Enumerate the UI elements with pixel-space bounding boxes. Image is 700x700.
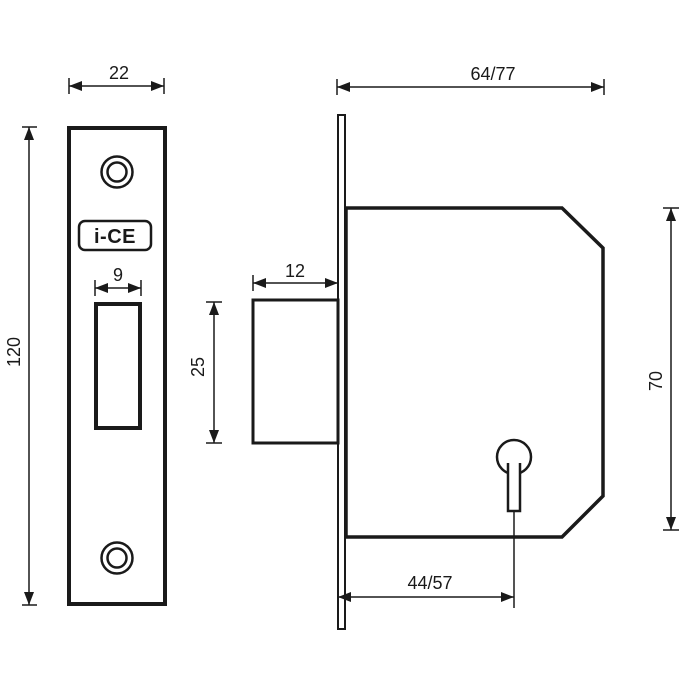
- dim-slot-width-label: 9: [113, 265, 123, 285]
- logo-box: [77, 219, 153, 252]
- lock-side-view: [251, 114, 605, 630]
- faceplate-outline: [67, 126, 167, 606]
- deadbolt: [251, 298, 340, 445]
- dim-case-height: [663, 207, 679, 531]
- dim-case-depth-label: 64/77: [470, 64, 515, 84]
- dim-faceplate-height-label: 120: [4, 337, 24, 367]
- dim-bolt-projection: [252, 275, 338, 291]
- screw-hole-top-outer: [100, 155, 134, 189]
- screw-hole-bottom-inner: [106, 547, 128, 569]
- dim-faceplate-width: [68, 78, 165, 94]
- dim-faceplate-height: [22, 126, 37, 606]
- bolt-slot: [94, 302, 142, 430]
- lock-case-outline: [344, 206, 605, 539]
- dim-case-depth: [336, 79, 605, 95]
- logo-text: i-CE: [94, 226, 136, 248]
- keyhole-stem: [506, 463, 522, 513]
- screw-hole-top-inner: [106, 161, 128, 183]
- dim-backset-label: 44/57: [407, 573, 452, 593]
- dim-bolt-projection-label: 12: [285, 261, 305, 281]
- screw-hole-bottom-outer: [100, 541, 134, 575]
- dim-slot-width: [94, 280, 142, 296]
- faceplate-front-view: [67, 126, 167, 606]
- dim-faceplate-width-label: 22: [109, 63, 129, 83]
- dim-case-height-label: 70: [646, 371, 666, 391]
- dim-bolt-height: [206, 301, 222, 444]
- dim-bolt-height-label: 25: [188, 357, 208, 377]
